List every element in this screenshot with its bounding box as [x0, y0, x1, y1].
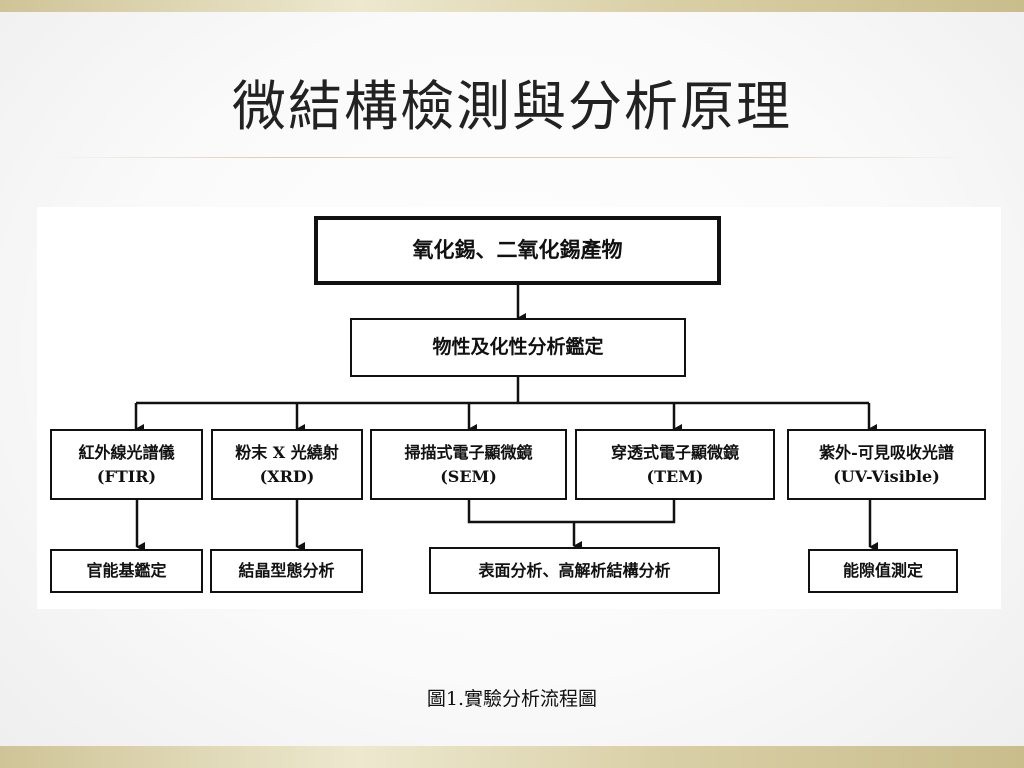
method-node-uv-visible: 紫外-可見吸收光譜 (UV-Visible) — [787, 429, 986, 500]
method-abbr: (UV-Visible) — [833, 466, 940, 486]
merge-sem-tem — [467, 500, 676, 524]
slide-title: 微結構檢測與分析原理 — [232, 75, 792, 138]
analysis-node: 物性及化性分析鑑定 — [350, 318, 686, 377]
top-decorative-band — [0, 0, 1024, 12]
method-node-xrd: 粉末 X 光繞射 (XRD) — [211, 429, 363, 500]
bottom-decorative-band — [0, 746, 1024, 768]
method-name: 穿透式電子顯微鏡 — [610, 443, 739, 463]
method-name: 粉末 X 光繞射 — [235, 443, 339, 463]
method-abbr: (FTIR) — [96, 466, 157, 486]
method-name: 掃描式電子顯微鏡 — [404, 443, 533, 463]
result-node-crystal-morphology: 結晶型態分析 — [210, 549, 363, 593]
method-node-sem: 掃描式電子顯微鏡 (SEM) — [370, 429, 567, 500]
root-node: 氧化錫、二氧化錫產物 — [314, 216, 721, 285]
result-node-surface-structure: 表面分析、高解析結構分析 — [429, 547, 720, 594]
figure-caption: 圖1.實驗分析流程圖 — [426, 688, 598, 710]
method-name: 紫外-可見吸收光譜 — [819, 443, 954, 463]
method-node-ftir: 紅外線光譜儀 (FTIR) — [50, 429, 203, 500]
method-abbr: (TEM) — [646, 466, 704, 486]
method-abbr: (XRD) — [259, 466, 315, 486]
result-node-band-gap: 能隙值測定 — [808, 549, 958, 593]
method-abbr: (SEM) — [440, 466, 497, 486]
title-divider — [52, 157, 972, 158]
method-name: 紅外線光譜儀 — [78, 443, 175, 463]
result-node-functional-group: 官能基鑑定 — [50, 549, 203, 593]
method-node-tem: 穿透式電子顯微鏡 (TEM) — [575, 429, 775, 500]
